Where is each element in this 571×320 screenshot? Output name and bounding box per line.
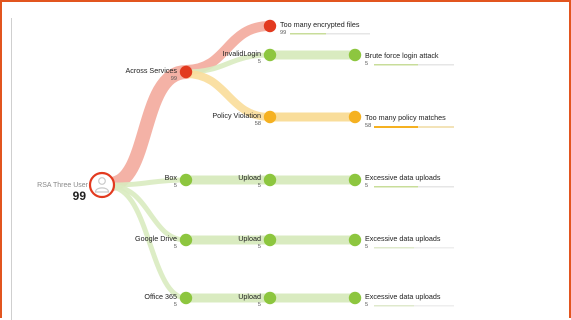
node-label: Excessive data uploads [365,292,441,301]
links [103,21,355,303]
node-count: 5 [258,244,261,250]
node-box-upload[interactable]: Upload 5 [238,173,277,189]
node-label: Upload [238,173,261,182]
node-count: 5 [258,302,261,308]
node-too-many-encrypted-files[interactable]: Too many encrypted files 99 [263,19,370,36]
node-count: 58 [255,121,261,127]
node-label: Policy Violation [212,111,261,120]
panel-divider [11,18,12,320]
node-count: 5 [365,61,368,67]
node-label: Brute force login attack [365,51,439,60]
node-label: Upload [238,234,261,243]
node-count: 5 [174,183,177,189]
node-label: Google Drive [135,234,177,243]
node-label: Too many policy matches [365,113,446,122]
node-count: 5 [365,302,368,308]
node-policy-violation[interactable]: Policy Violation 58 [212,110,277,127]
node-count: 99 [280,30,286,36]
node-count: 5 [258,183,261,189]
severity-bar [374,247,414,249]
node-office-365[interactable]: Office 365 5 [144,291,193,308]
node-count: 5 [174,302,177,308]
severity-track [290,33,370,35]
node-label: Box [165,173,178,182]
node-too-many-policy-matches[interactable]: Too many policy matches 58 [348,110,454,129]
node-count: 5 [174,244,177,250]
severity-bar [374,64,418,66]
severity-bar [374,186,418,188]
node-count: 5 [365,183,368,189]
node-count: 5 [258,59,261,65]
node-count: 58 [365,123,371,129]
root-label: RSA Three User [37,182,89,189]
node-office-365-upload[interactable]: Upload 5 [238,291,277,308]
user-icon [94,177,110,193]
node-label: Excessive data uploads [365,234,441,243]
link-root-office [109,184,187,301]
node-google-drive-upload[interactable]: Upload 5 [238,233,277,250]
root-node[interactable]: RSA Three User 99 [37,171,116,203]
node-gdrive-excessive-data-uploads[interactable]: Excessive data uploads 5 [348,233,454,250]
node-label: InvalidLogin [223,49,261,58]
severity-bar [374,126,418,128]
root-count: 99 [73,189,87,203]
node-invalid-login[interactable]: InvalidLogin 5 [223,48,277,65]
node-box[interactable]: Box 5 [165,173,193,189]
link-across-policy [185,70,271,121]
node-brute-force-login-attack[interactable]: Brute force login attack 5 [348,48,454,67]
node-office-excessive-data-uploads[interactable]: Excessive data uploads 5 [348,291,454,308]
node-label: Upload [238,292,261,301]
node-count: 5 [365,244,368,250]
node-label: Across Services [125,66,177,75]
severity-bar [290,33,326,35]
node-across-services[interactable]: Across Services 99 [125,65,193,82]
link-root-across [103,65,193,191]
node-label: Too many encrypted files [280,20,360,29]
node-box-excessive-data-uploads[interactable]: Excessive data uploads 5 [348,173,454,189]
node-label: Excessive data uploads [365,173,441,182]
severity-bar [374,305,414,307]
link-across-encrypted [185,21,271,75]
node-google-drive[interactable]: Google Drive 5 [135,233,193,250]
node-count: 99 [171,76,177,82]
node-label: Office 365 [144,292,177,301]
